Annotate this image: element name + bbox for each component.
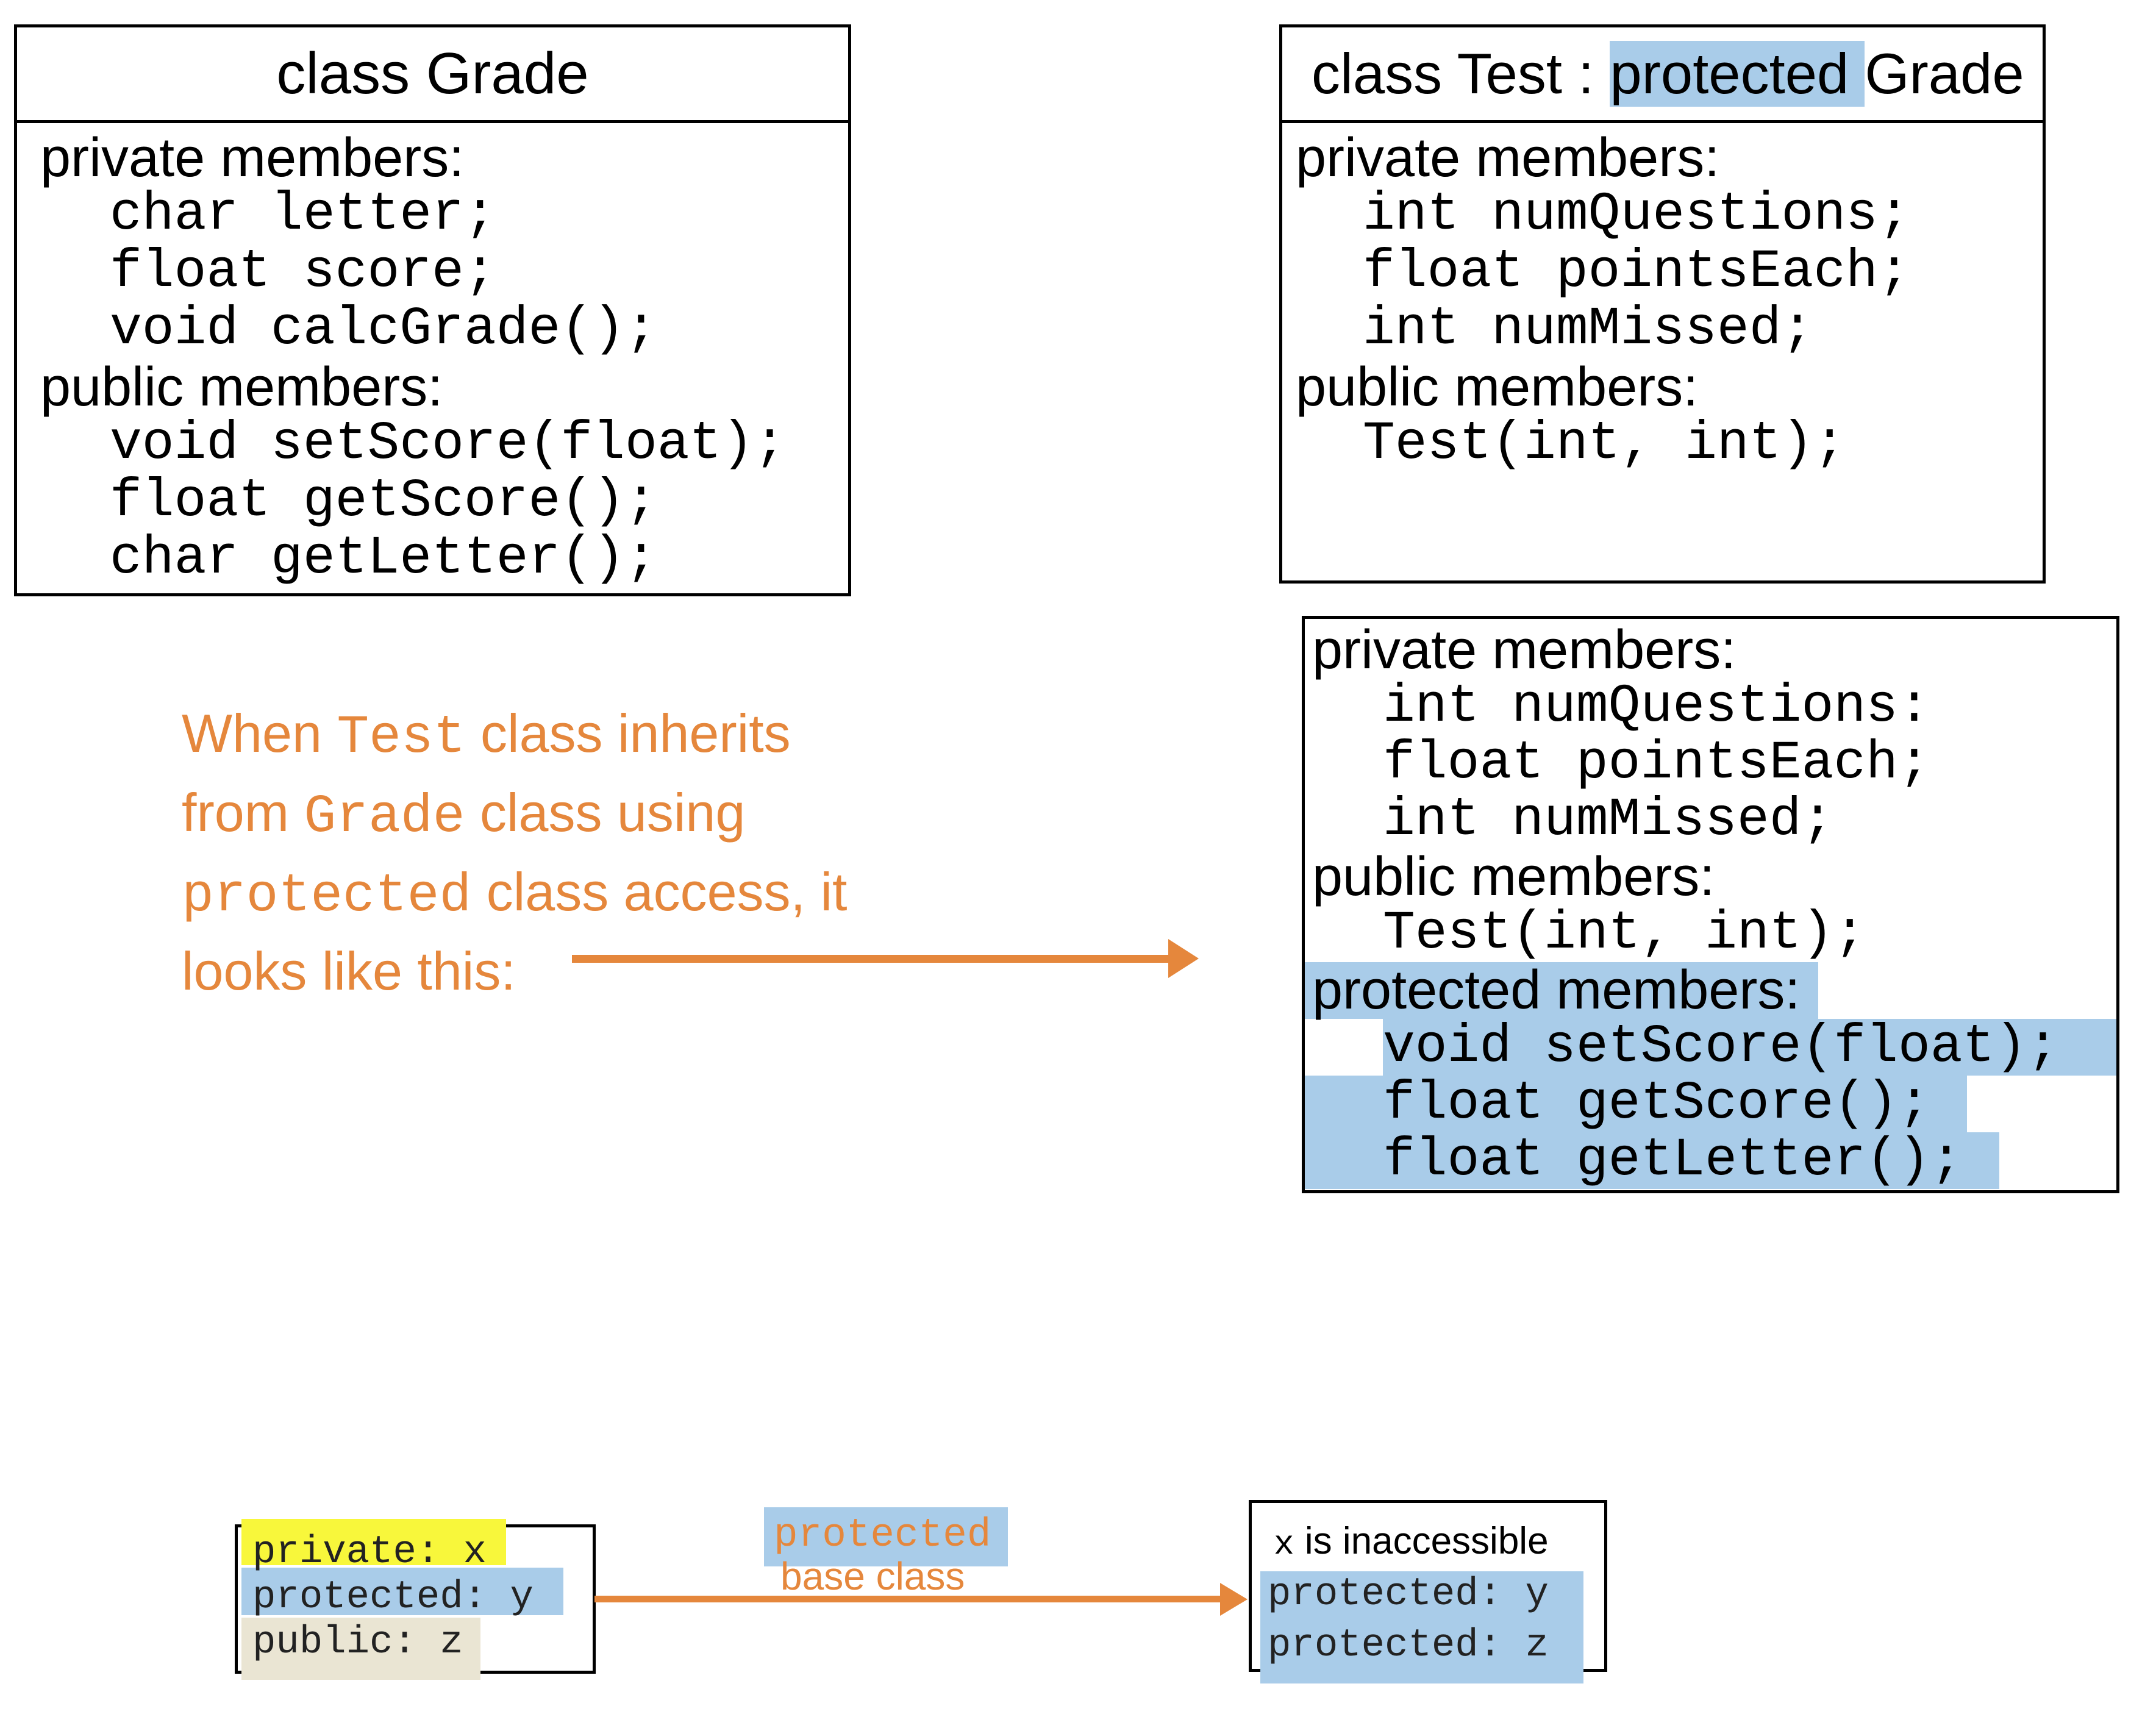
- result-member-pointseach: float pointsEach;: [1383, 734, 1930, 794]
- result-line: Test(int, int);: [1305, 905, 2116, 962]
- derived-protected-z-line: protected: z: [1268, 1624, 1549, 1668]
- private-x-highlight: [241, 1519, 506, 1565]
- grade-class-box: class Grade private members: char letter…: [14, 24, 851, 596]
- result-line: void setScore(float);: [1305, 1019, 2116, 1076]
- result-member-numquestions: int numQuestions:: [1383, 677, 1930, 737]
- result-line: int numQuestions:: [1305, 679, 2116, 735]
- note-text: class access, it: [471, 862, 848, 922]
- grade-member-setscore: void setScore(float);: [110, 414, 786, 474]
- result-line: protected members:: [1305, 962, 2116, 1019]
- note-text: from: [182, 782, 304, 843]
- protected-inheritance-result-box: private members: int numQuestions: float…: [1302, 616, 2119, 1193]
- note-line-4: looks like this:: [182, 934, 847, 1009]
- derived-protected-z-highlight: [1260, 1624, 1583, 1683]
- result-member-nummissed: int numMissed;: [1383, 790, 1834, 851]
- derived-access-rows: x is inaccessible protected: y protected…: [1252, 1503, 1604, 1671]
- test-class-box: class Test : protected Grade private mem…: [1279, 24, 2046, 584]
- grade-member-letter: char letter;: [110, 185, 496, 245]
- note-line-3: protected class access, it: [182, 855, 847, 934]
- protected-y-highlight: [241, 1568, 563, 1615]
- test-member-pointseach: float pointsEach;: [1363, 242, 1910, 302]
- grade-private-label: private members:: [40, 127, 465, 188]
- result-public-label: public members:: [1312, 846, 1715, 907]
- note-text: class using: [465, 782, 746, 843]
- result-member-getletter-highlighted: float getLetter();: [1305, 1132, 1999, 1189]
- grade-box-body: private members: char letter; float scor…: [17, 123, 848, 588]
- note-text: class inherits: [465, 703, 791, 763]
- grade-box-title: class Grade: [17, 27, 848, 123]
- note-protected-keyword: protected: [182, 866, 472, 927]
- protected-base-class-keyword: protected: [764, 1507, 1008, 1566]
- test-member-nummissed: int numMissed;: [1363, 299, 1814, 360]
- note-test-keyword: Test: [337, 708, 466, 768]
- note-line-2: from Grade class using: [182, 776, 847, 855]
- grade-member-calcgrade: void calcGrade();: [110, 299, 657, 360]
- derived-protected-y-line: protected: y: [1268, 1573, 1549, 1616]
- x-inaccessible-line: x is inaccessible: [1252, 1514, 1604, 1569]
- result-line: public members:: [1305, 849, 2116, 905]
- result-line: int numMissed;: [1305, 792, 2116, 849]
- result-line: private members:: [1305, 622, 2116, 679]
- public-z-highlight: [241, 1618, 480, 1680]
- result-member-setscore-highlighted: void setScore(float);: [1383, 1019, 2116, 1076]
- public-z-line: public: z: [252, 1621, 463, 1665]
- result-line: float getLetter();: [1305, 1132, 2116, 1189]
- protected-base-class-caption: base class: [780, 1554, 965, 1598]
- x-variable: x: [1274, 1525, 1294, 1564]
- test-private-label: private members:: [1296, 127, 1720, 188]
- inaccessible-text: is inaccessible: [1294, 1520, 1549, 1562]
- result-protected-label-highlighted: protected members:: [1305, 962, 1819, 1019]
- grade-public-label: public members:: [40, 357, 443, 418]
- protected-y-line: protected: y: [252, 1576, 534, 1619]
- base-access-box: private: x protected: y public: z: [235, 1519, 596, 1680]
- test-member-constructor: Test(int, int);: [1363, 414, 1846, 474]
- code-indent: [1305, 1019, 1383, 1076]
- result-line: float pointsEach;: [1305, 735, 2116, 792]
- protected-base-arrow-head: [1220, 1583, 1248, 1616]
- derived-access-box: x is inaccessible protected: y protected…: [1249, 1500, 1607, 1683]
- test-public-label: public members:: [1296, 357, 1699, 418]
- grade-member-score: float score;: [110, 242, 496, 302]
- protected-keyword-highlight: protected: [1610, 41, 1865, 107]
- note-line-1: When Test class inherits: [182, 696, 847, 776]
- test-title-suffix: Grade: [1865, 41, 2024, 105]
- result-private-label: private members:: [1312, 619, 1737, 680]
- result-member-getscore-highlighted: float getScore();: [1305, 1076, 1967, 1132]
- test-box-body: private members: int numQuestions; float…: [1282, 123, 2043, 473]
- private-x-line: private: x: [252, 1530, 487, 1574]
- inheritance-note: When Test class inherits from Grade clas…: [182, 696, 847, 1009]
- grade-member-getletter: char getLetter();: [110, 529, 657, 589]
- test-box-title: class Test : protected Grade: [1282, 27, 2043, 123]
- result-line: float getScore();: [1305, 1076, 2116, 1132]
- inherits-arrow-head: [1168, 939, 1199, 978]
- result-member-constructor: Test(int, int);: [1383, 904, 1866, 964]
- test-member-numquestions: int numQuestions;: [1363, 185, 1910, 245]
- test-title-prefix: class Test :: [1312, 41, 1610, 105]
- inherits-arrow-shaft: [572, 955, 1169, 963]
- grade-member-getscore: float getScore();: [110, 471, 657, 532]
- base-access-rows: private: x protected: y public: z: [238, 1527, 593, 1665]
- note-text: When: [182, 703, 337, 763]
- protected-base-arrow-shaft: [594, 1596, 1221, 1602]
- derived-protected-y-highlight: [1260, 1571, 1583, 1624]
- note-text: looks like this:: [182, 941, 516, 1001]
- note-grade-keyword: Grade: [304, 787, 465, 848]
